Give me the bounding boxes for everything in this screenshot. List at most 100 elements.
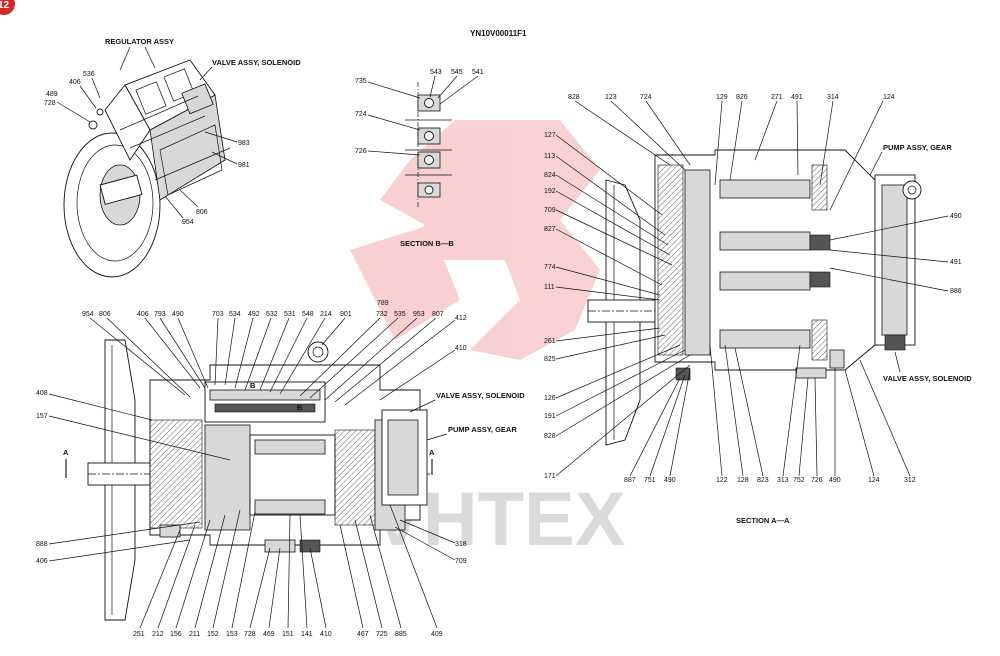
label-724-bb: 724 [355,111,367,118]
section-aa: 828 123 724 129 826 271 491 314 124 127 … [544,94,972,525]
label-151: 151 [282,631,294,638]
label-828-left: 828 [544,433,556,440]
label-824: 824 [544,172,556,179]
label-pump-assy-gear-main: PUMP ASSY, GEAR [448,425,517,434]
label-128: 128 [737,477,749,484]
marker-section-b-left: B [250,381,256,390]
label-126: 126 [544,395,556,402]
label-543: 543 [430,69,442,76]
label-774: 774 [544,264,556,271]
label-314: 314 [827,94,839,101]
label-735: 735 [355,78,367,85]
label-953: 953 [413,311,425,318]
label-709-aa: 709 [544,207,556,214]
label-124-top: 124 [883,94,895,101]
label-490-right: 490 [950,213,962,220]
label-954-iso: 954 [182,219,194,226]
label-412: 412 [455,315,467,322]
label-828-top: 828 [568,94,580,101]
label-732: 732 [376,311,388,318]
label-826: 826 [736,94,748,101]
label-886: 886 [950,288,962,295]
watermark-logo [350,120,600,360]
marker-section-b-right: B [297,403,303,412]
label-157: 157 [36,413,48,420]
label-211: 211 [189,631,200,638]
label-548: 548 [302,311,314,318]
label-406-main-top: 406 [137,311,149,318]
label-valve-assy-solenoid-aa: VALVE ASSY, SOLENOID [883,374,972,383]
isometric-view: REGULATOR ASSY VALVE ASSY, SOLENOID 536 … [44,37,301,278]
label-156: 156 [170,631,182,638]
label-251: 251 [133,631,145,638]
label-983: 983 [238,140,250,147]
label-728-iso: 728 [44,100,56,107]
label-127: 127 [544,132,556,139]
label-214: 214 [320,311,332,318]
label-467: 467 [357,631,369,638]
label-789: 789 [377,300,389,307]
label-885: 885 [395,631,407,638]
label-703: 703 [212,311,224,318]
label-123: 123 [605,94,617,101]
label-regulator-assy: REGULATOR ASSY [105,37,174,46]
label-113: 113 [544,153,555,160]
label-728-main: 728 [244,631,256,638]
label-191: 191 [544,413,556,420]
label-129: 129 [716,94,728,101]
label-545: 545 [451,69,463,76]
page-badge-number: 12 [0,0,10,11]
label-491-right: 491 [950,259,962,266]
title-section-aa: SECTION A—A [736,516,790,525]
label-212: 212 [152,631,164,638]
label-724-aa: 724 [640,94,652,101]
label-825: 825 [544,356,556,363]
label-532: 532 [266,311,278,318]
label-888: 888 [36,541,48,548]
label-793: 793 [154,311,166,318]
label-valve-assy-solenoid-main: VALVE ASSY, SOLENOID [436,391,525,400]
label-318: 318 [455,541,467,548]
label-111: 111 [544,284,555,291]
label-261: 261 [544,338,556,345]
label-490-bottom-1: 490 [664,477,676,484]
label-751: 751 [644,477,656,484]
label-410-right: 410 [455,345,467,352]
label-981: 981 [238,162,250,169]
label-954-main: 954 [82,311,94,318]
label-709-main: 709 [455,558,467,565]
label-535: 535 [394,311,406,318]
label-752: 752 [793,477,805,484]
label-534: 534 [229,311,241,318]
label-489-iso: 489 [46,91,58,98]
label-406-iso: 406 [69,79,81,86]
label-pump-assy-gear-aa: PUMP ASSY, GEAR [883,143,952,152]
main-section: A A B B 954 806 406 793 490 703 534 492 … [36,300,525,638]
label-406-main-left: 406 [36,558,48,565]
label-726-bb: 726 [355,148,367,155]
label-271: 271 [771,94,783,101]
label-490-main: 490 [172,311,184,318]
label-153: 153 [226,631,238,638]
label-171: 171 [544,473,556,480]
label-806-iso: 806 [196,209,208,216]
label-823: 823 [757,477,769,484]
label-725: 725 [376,631,388,638]
marker-section-a-top: A [63,448,69,457]
section-bb: 543 545 541 735 724 726 SECTION B—B [355,69,484,248]
label-491-top: 491 [791,94,803,101]
label-531: 531 [284,311,296,318]
marker-section-a-bottom: A [429,448,435,457]
label-313: 313 [777,477,789,484]
label-827: 827 [544,226,556,233]
label-152: 152 [207,631,219,638]
label-536: 536 [83,71,95,78]
label-312: 312 [904,477,916,484]
title-section-bb: SECTION B—B [400,239,454,248]
label-806-main: 806 [99,311,111,318]
label-490-bottom-2: 490 [829,477,841,484]
drawing-code: YN10V00011F1 [470,29,527,38]
label-492: 492 [248,311,260,318]
page-badge: 12 [0,0,15,15]
